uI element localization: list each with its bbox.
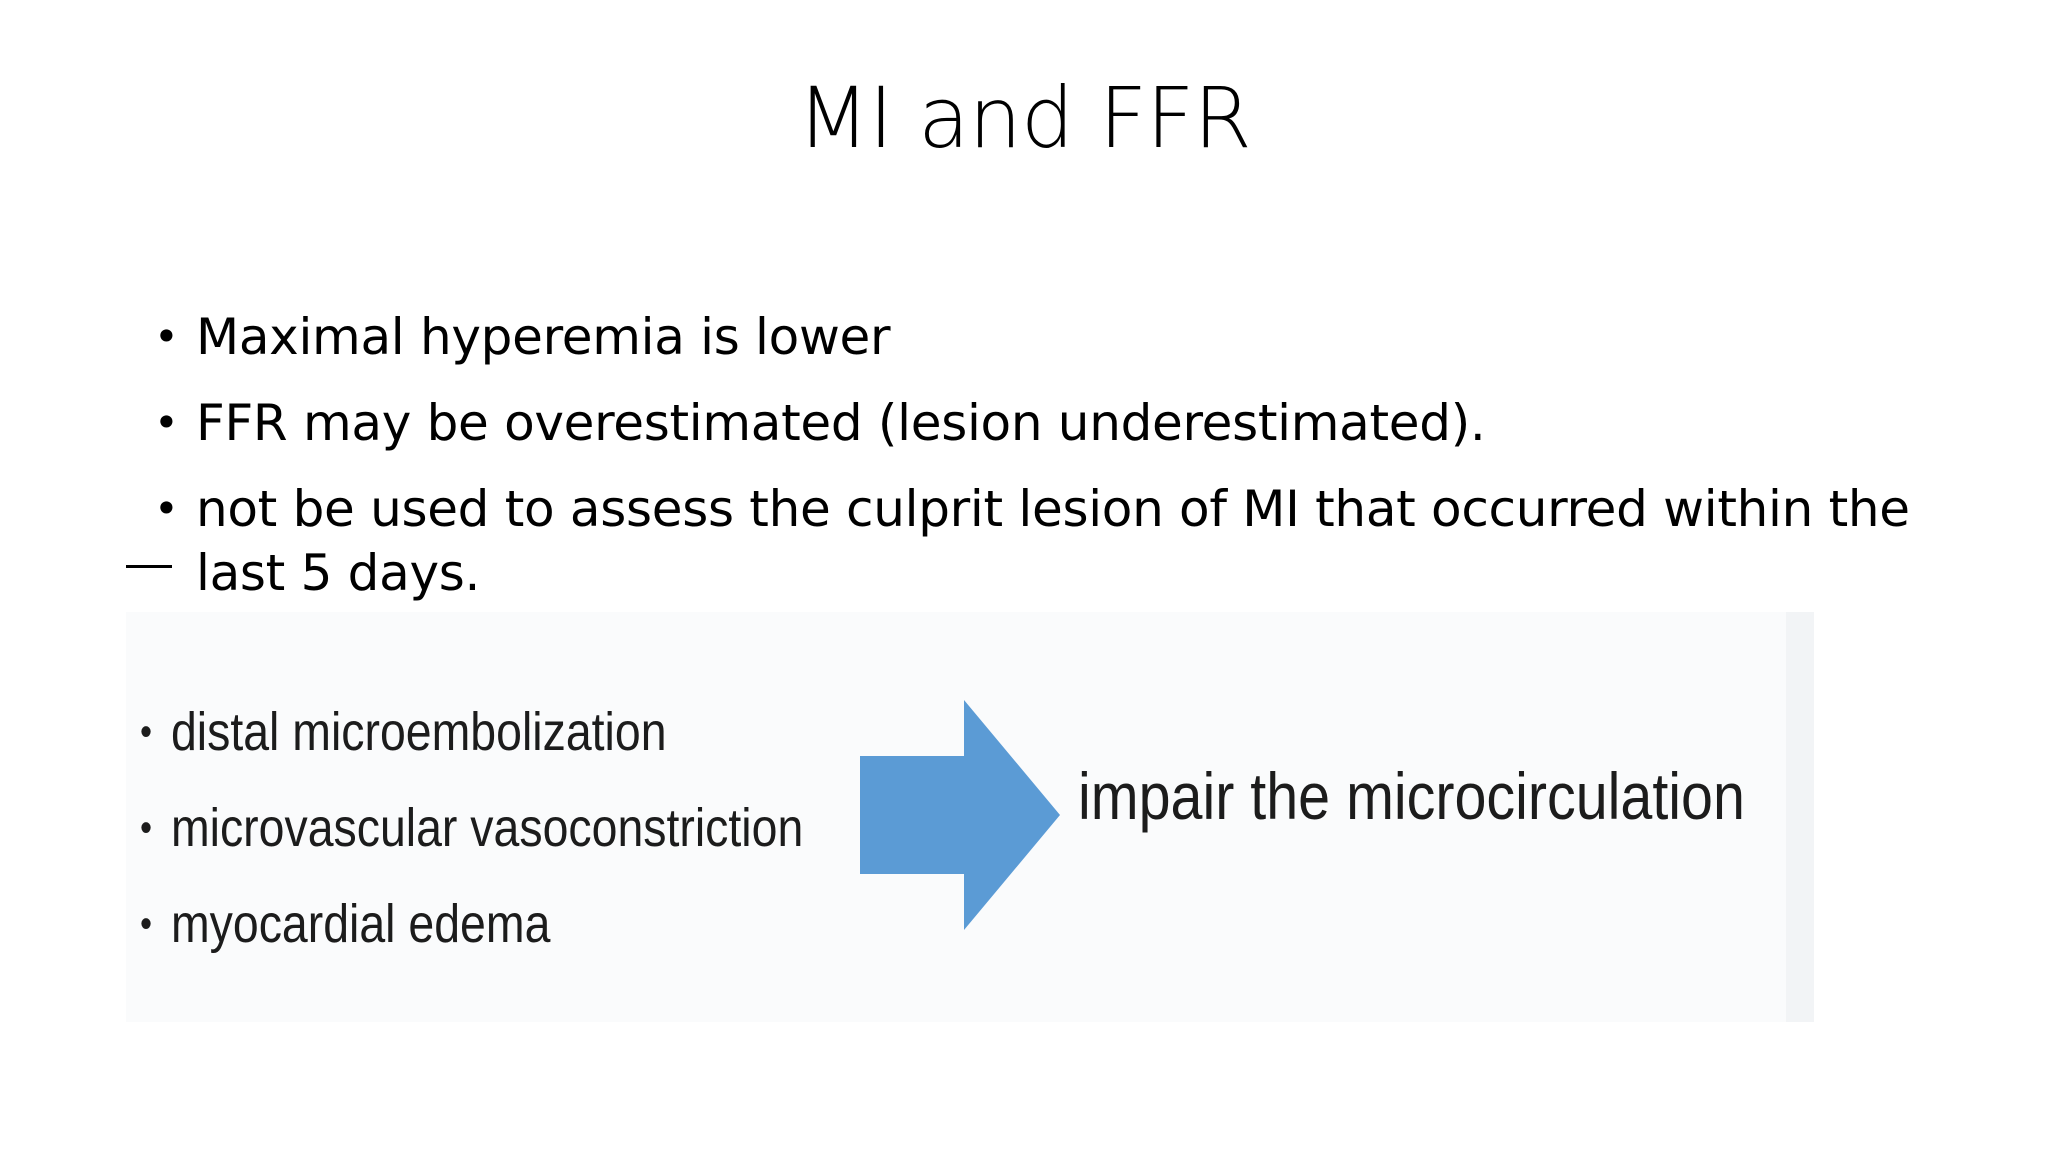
- bullet-list: • Maximal hyperemia is lower • FFR may b…: [150, 305, 1950, 627]
- cause-text: microvascular vasoconstriction: [170, 798, 804, 858]
- bullet-text: FFR may be overestimated (lesion underes…: [196, 394, 1486, 452]
- cause-text: distal microembolization: [170, 702, 667, 762]
- image-edge: [1786, 612, 1814, 1022]
- bullet-item: • FFR may be overestimated (lesion under…: [150, 391, 1950, 455]
- cause-item: • microvascular vasoconstriction: [140, 780, 803, 876]
- embedded-diagram-image: • distal microembolization • microvascul…: [126, 612, 1814, 1022]
- cause-item: • distal microembolization: [140, 684, 803, 780]
- bullet-dot: •: [154, 312, 179, 361]
- bullet-item: • Maximal hyperemia is lower: [150, 305, 1950, 369]
- right-arrow-icon: [860, 700, 1060, 930]
- bullet-dot: •: [154, 484, 179, 533]
- cause-list: • distal microembolization • microvascul…: [140, 684, 911, 972]
- bullet-dot: •: [140, 902, 153, 946]
- bullet-dot: •: [154, 398, 179, 447]
- bullet-text: Maximal hyperemia is lower: [196, 308, 891, 366]
- cause-text: myocardial edema: [170, 894, 551, 954]
- cause-item: • myocardial edema: [140, 876, 803, 972]
- slide-title: MI and FFR: [797, 69, 1252, 167]
- bullet-dot: •: [140, 806, 153, 850]
- underline-mark: [126, 565, 172, 568]
- bullet-dot: •: [140, 710, 153, 754]
- result-text: impair the microcirculation: [1078, 759, 1745, 833]
- bullet-text: not be used to assess the culprit lesion…: [196, 480, 1910, 602]
- bullet-item: • not be used to assess the culprit lesi…: [150, 477, 1950, 605]
